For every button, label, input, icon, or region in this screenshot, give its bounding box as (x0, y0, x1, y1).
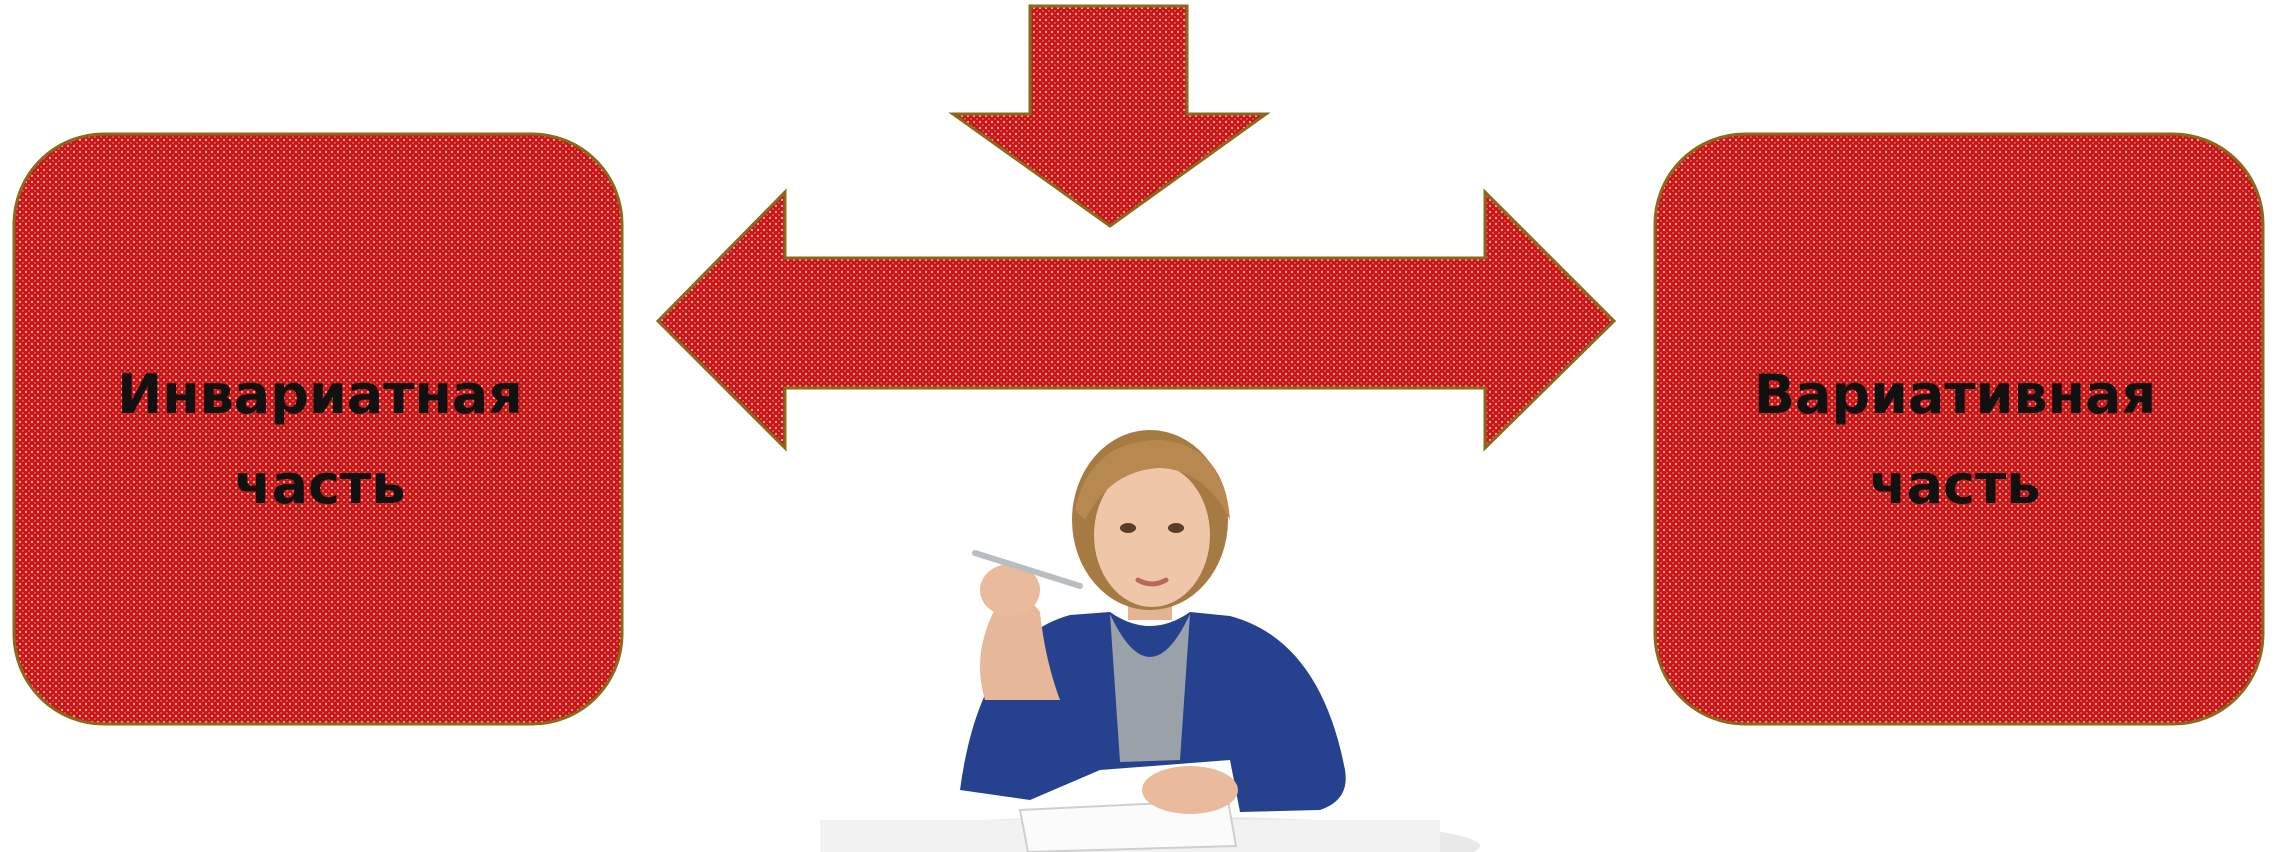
variative-part-label-line2: часть (1655, 440, 2255, 530)
invariant-part-label-line2: часть (20, 440, 620, 530)
woman-thinking-image (820, 430, 1480, 852)
double-arrow-icon (658, 192, 1614, 448)
variative-part-label-line1: Вариативная (1655, 350, 2255, 440)
down-arrow-icon (953, 6, 1266, 226)
invariant-part-label: Инвариатная часть (20, 350, 620, 530)
variative-part-label: Вариативная часть (1655, 350, 2255, 530)
invariant-part-label-line1: Инвариатная (20, 350, 620, 440)
